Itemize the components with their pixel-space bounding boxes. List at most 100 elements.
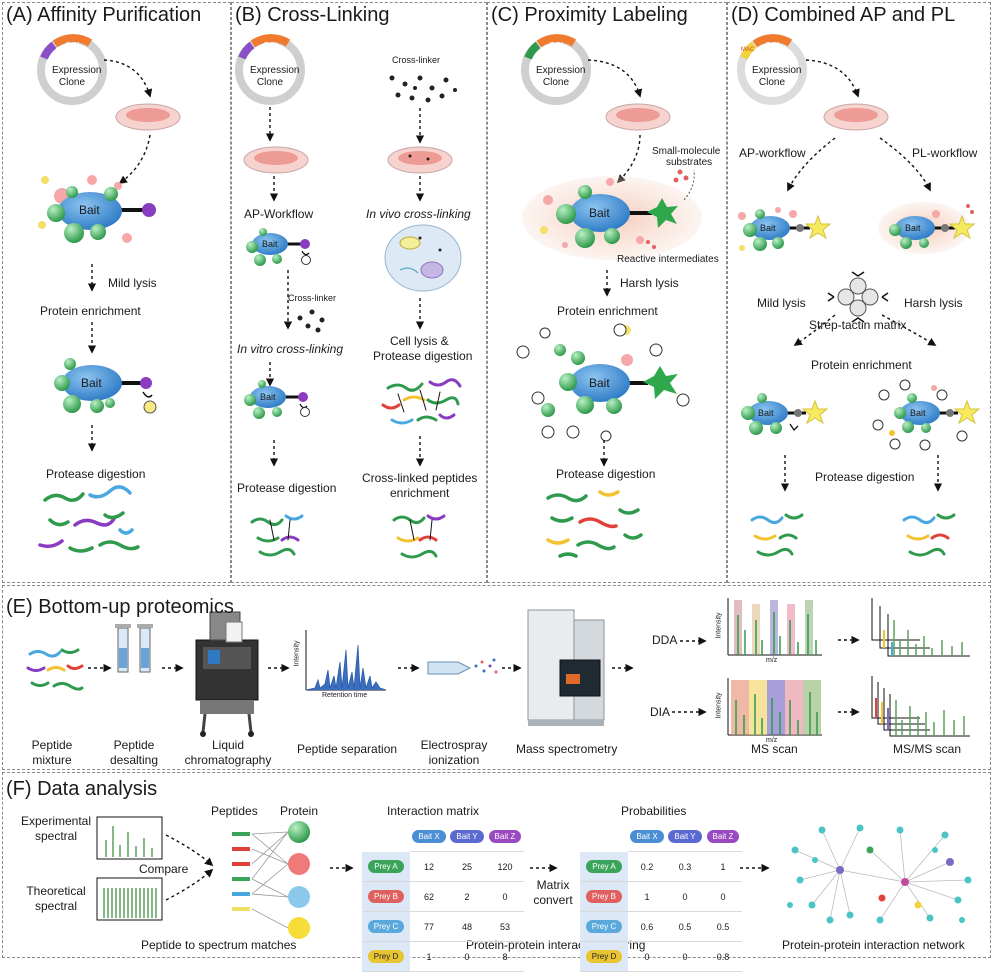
table-cell: 0	[666, 881, 704, 912]
intensity-axis-label: Intensity	[715, 692, 723, 719]
panel-c-title: (C) Proximity Labeling	[491, 4, 688, 26]
lc-line1: Liquid	[211, 738, 245, 752]
matrix-corner	[362, 822, 410, 852]
matrix-col-bait-x: Bait X	[410, 822, 448, 852]
table-cell: 48	[448, 911, 486, 942]
prob-col-bait-x: Bait X	[628, 822, 666, 852]
theoretical-line1: Theoretical	[26, 884, 86, 898]
goi-label: GOI	[263, 41, 278, 50]
row-header: Prey B	[362, 881, 410, 912]
table-cell: 1	[628, 881, 666, 912]
bait-label: Bait	[79, 203, 100, 217]
lc-label: Liquid chromatography	[178, 738, 278, 768]
bait-label: Bait	[81, 376, 102, 390]
clone-label: Expression Clone	[536, 65, 586, 88]
table-cell: 77	[410, 911, 448, 942]
culture-dish-a	[115, 103, 181, 131]
table-cell: 1	[410, 941, 448, 972]
table-cell: 0	[486, 881, 524, 912]
protein-enrichment-label: Protein enrichment	[40, 304, 141, 318]
cell-lysis-label: Cell lysis &	[390, 334, 449, 348]
ap-workflow-label: AP-workflow	[739, 146, 806, 160]
clone-label: Expression Clone	[250, 65, 300, 88]
table-row: Prey A 0.2 0.3 1	[580, 851, 742, 882]
peptide-mixture-e	[26, 648, 84, 691]
ms-scan-label: MS scan	[751, 742, 798, 756]
culture-dish-d	[823, 103, 889, 131]
peptides-header: Peptides	[211, 804, 258, 818]
protein-enrichment-label: Protein enrichment	[811, 358, 912, 372]
row-header: Prey D	[362, 941, 410, 972]
theoretical-spectrum	[96, 877, 163, 921]
peptides-b1	[250, 514, 304, 557]
table-cell: 1	[704, 851, 742, 882]
clone-plasmid-c	[521, 34, 591, 105]
cross-linker-dots-mid	[297, 309, 325, 333]
experimental-spectral-label: Experimental spectral	[16, 814, 96, 844]
bait-y-pill: Bait Y	[668, 830, 702, 843]
prey-b-pill: Prey B	[585, 890, 622, 903]
cross-linker-label: Cross-linker	[288, 293, 337, 303]
msms-spectra-dia	[871, 676, 970, 737]
bait-complex-d3	[741, 393, 829, 435]
esi-label: Electrospray ionization	[414, 738, 494, 768]
bait-complex-b2	[244, 380, 310, 419]
bait-label: Bait	[260, 392, 276, 402]
table-cell: 25	[448, 851, 486, 882]
desalting-line1: Peptide	[113, 738, 155, 752]
pl-workflow-label: PL-workflow	[912, 146, 978, 160]
bait-label: Bait	[589, 376, 610, 390]
protease-digestion-label: Protease digestion	[815, 470, 915, 484]
probabilities-label: Probabilities	[621, 804, 687, 818]
prey-d-pill: Prey D	[367, 950, 405, 963]
interaction-matrix-table: Bait X Bait Y Bait Z Prey A 12 25 120 Pr…	[362, 822, 524, 972]
substrates-label-2: substrates	[666, 157, 713, 168]
prey-c-pill: Prey C	[367, 920, 405, 933]
intensity-axis-label: Intensity	[715, 612, 723, 639]
bait-complex-a2	[54, 358, 157, 414]
table-cell: 8	[486, 941, 524, 972]
bait-label: Bait	[758, 408, 774, 418]
clone-plasmid-b	[235, 34, 305, 105]
bait-label: Bait	[262, 239, 278, 249]
peptide-mixture-line1: Peptide	[31, 738, 73, 752]
cross-linker-dots-top	[389, 75, 457, 103]
bait-z-pill: Bait Z	[706, 830, 740, 843]
table-cell: 53	[486, 911, 524, 942]
peptides-d1	[750, 513, 804, 557]
experimental-line2: spectral	[34, 829, 78, 843]
panel-b	[231, 2, 487, 583]
table-cell: 0	[666, 941, 704, 972]
matrix-header-row: Bait X Bait Y Bait Z	[362, 822, 524, 852]
peptide-mixture-line2: mixture	[32, 753, 72, 767]
table-cell: 120	[486, 851, 524, 882]
substrates-label: Small-molecule	[652, 146, 721, 157]
bait-y-pill: Bait Y	[450, 830, 484, 843]
table-cell: 0.8	[704, 941, 742, 972]
probabilities-table: Bait X Bait Y Bait Z Prey A 0.2 0.3 1 Pr…	[580, 822, 742, 972]
panel-a-title: (A) Affinity Purification	[6, 4, 202, 26]
experimental-spectrum	[96, 816, 163, 860]
experimental-line1: Experimental	[20, 814, 92, 828]
table-cell: 0.5	[666, 911, 704, 942]
retention-time-label: Retention time	[322, 692, 368, 699]
in-vivo-label: In vivo cross-linking	[366, 207, 471, 221]
dia-label: DIA	[650, 705, 671, 719]
bait-label: Bait	[905, 223, 921, 233]
bait-complex-d4	[872, 379, 981, 451]
bait-complex-c2	[516, 323, 690, 442]
mz-axis-label: m/z	[766, 737, 778, 744]
row-header: Prey A	[580, 851, 628, 882]
row-header: Prey D	[580, 941, 628, 972]
mass-spectrometer-icon	[527, 609, 605, 726]
table-cell: 62	[410, 881, 448, 912]
compare-label: Compare	[139, 862, 189, 876]
protease-digestion-label: Protease digestion	[373, 349, 473, 363]
bait-z-pill: Bait Z	[488, 830, 522, 843]
desalting-label: Peptide desalting	[104, 738, 164, 768]
protease-digestion-label: Protease digestion	[46, 467, 146, 481]
bait-x-pill: Bait X	[412, 830, 446, 843]
peptides-crosslinked-b1	[381, 378, 462, 425]
clone-plasmid-a	[37, 34, 107, 105]
table-row: Prey B 1 0 0	[580, 881, 742, 912]
